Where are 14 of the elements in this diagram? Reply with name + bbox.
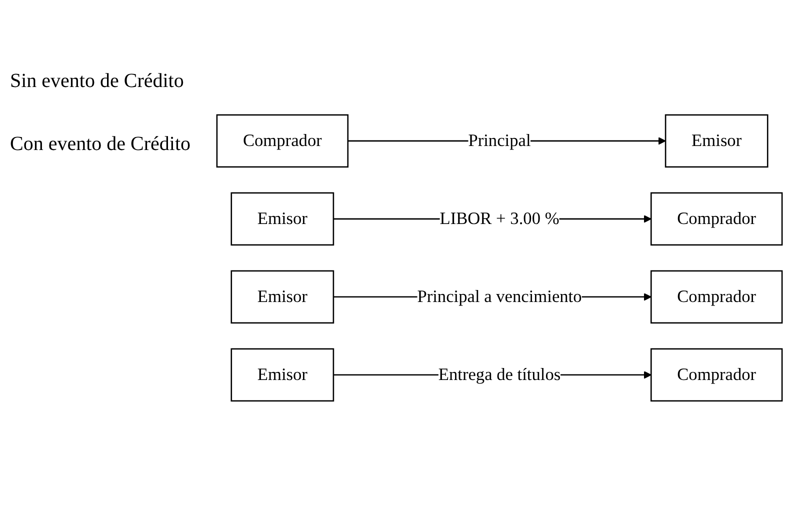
section-heading: Con evento de Crédito — [10, 133, 192, 156]
section-heading: Sin evento de Crédito — [10, 70, 185, 93]
node-box: Emisor — [230, 192, 334, 246]
edge-label: Principal a vencimiento — [417, 286, 582, 306]
edge-label: Entrega de títulos — [438, 364, 561, 384]
node-box: Comprador — [650, 270, 783, 324]
node-box: Comprador — [216, 114, 349, 168]
edge-label: Principal — [468, 130, 531, 150]
node-box: Emisor — [230, 270, 334, 324]
node-box: Emisor — [230, 348, 334, 402]
node-box: Comprador — [650, 192, 783, 246]
node-box: Comprador — [650, 348, 783, 402]
node-box: Emisor — [664, 114, 768, 168]
edge-label: LIBOR + 3.00 % — [440, 208, 560, 228]
